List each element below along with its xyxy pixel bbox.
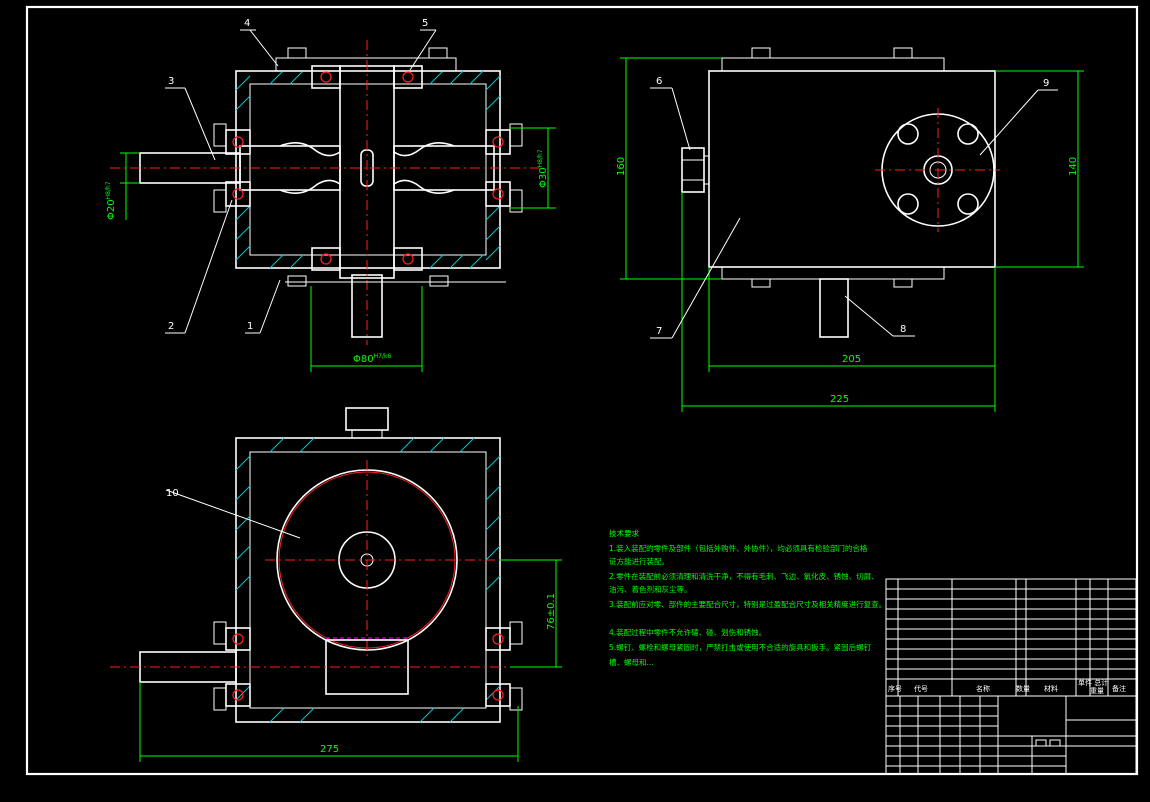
- front-section-view: 76±0.1 275 10: [110, 407, 562, 762]
- dim-shaft-right: Φ30: [538, 167, 549, 188]
- tech-line-1: 1.装入装配的零件及部件（包括外购件、外协件），均必须具有检验部门的合格: [609, 543, 868, 553]
- dim-height-left: 160: [616, 157, 627, 176]
- tech-line-6: 4.装配过程中零件不允许磕、碰、划伤和锈蚀。: [609, 627, 766, 637]
- tech-line-2: 证方能进行装配。: [609, 556, 669, 566]
- label-9: 9: [1043, 78, 1049, 89]
- label-8: 8: [900, 324, 906, 335]
- label-1: 1: [247, 321, 253, 332]
- label-4: 4: [244, 18, 250, 29]
- dim-shaft-left-fit: H8/h7: [105, 181, 112, 199]
- dim-flange: Φ80: [353, 354, 374, 365]
- tb-remark: 备注: [1112, 684, 1126, 693]
- tech-line-8: 槽、螺母和...: [609, 657, 654, 667]
- label-3: 3: [168, 76, 174, 87]
- tb-material: 材料: [1044, 684, 1058, 693]
- label-5: 5: [422, 18, 428, 29]
- tb-code: 代号: [914, 684, 928, 693]
- plan-section-view: Φ20H8/h7 Φ30H8/h7 Φ80H7/k6 4 5 3 2 1: [105, 18, 556, 372]
- tb-seq: 序号: [888, 684, 902, 693]
- tb-weight: 单件 总计: [1078, 678, 1108, 687]
- tech-line-7: 5.螺钉、螺栓和螺母紧固时，严禁打击或使用不合适的旋具和扳手。紧固后螺钉: [609, 642, 872, 652]
- svg-text:Φ20H8/h7: Φ20H8/h7: [105, 181, 117, 220]
- side-view: 160 140 205 225 6 7 8 9: [616, 47, 1084, 412]
- label-7: 7: [656, 326, 662, 337]
- svg-text:Φ30H8/h7: Φ30H8/h7: [537, 149, 549, 188]
- dim-shaft-left: Φ20: [106, 199, 117, 220]
- dim-height-right: 140: [1068, 157, 1079, 176]
- dim-width-outer: 225: [830, 394, 849, 405]
- dim-shaft-right-fit: H8/h7: [537, 149, 544, 167]
- tech-requirements: 技术要求 1.装入装配的零件及部件（包括外购件、外协件），均必须具有检验部门的合…: [609, 528, 886, 667]
- tech-line-3: 2.零件在装配前必须清理和清洗干净，不得有毛刺、飞边、氧化皮、锈蚀、切屑、: [609, 571, 879, 581]
- drawing-border: [25, 5, 1139, 776]
- tb-weight-unit: 重量: [1090, 687, 1104, 695]
- tech-line-4: 油污、着色剂和灰尘等。: [609, 584, 692, 594]
- dim-width-inner: 205: [842, 354, 861, 365]
- tech-title: 技术要求: [609, 528, 639, 538]
- label-10: 10: [166, 488, 179, 499]
- tb-name: 名称: [976, 684, 990, 693]
- dim-base-width: 275: [320, 744, 339, 755]
- label-6: 6: [656, 76, 662, 87]
- svg-text:Φ80H7/k6: Φ80H7/k6: [353, 353, 391, 365]
- dim-center-distance: 76±0.1: [546, 593, 557, 630]
- tb-qty: 数量: [1016, 684, 1030, 693]
- label-2: 2: [168, 321, 174, 332]
- title-block: 序号 代号 名称 数量 材料 单件 总计 重量 备注: [885, 578, 1137, 775]
- tech-line-5: 3.装配前应对零、部件的主要配合尺寸，特别是过盈配合尺寸及相关精度进行复查。: [609, 599, 886, 609]
- dim-flange-fit: H7/k6: [374, 353, 392, 360]
